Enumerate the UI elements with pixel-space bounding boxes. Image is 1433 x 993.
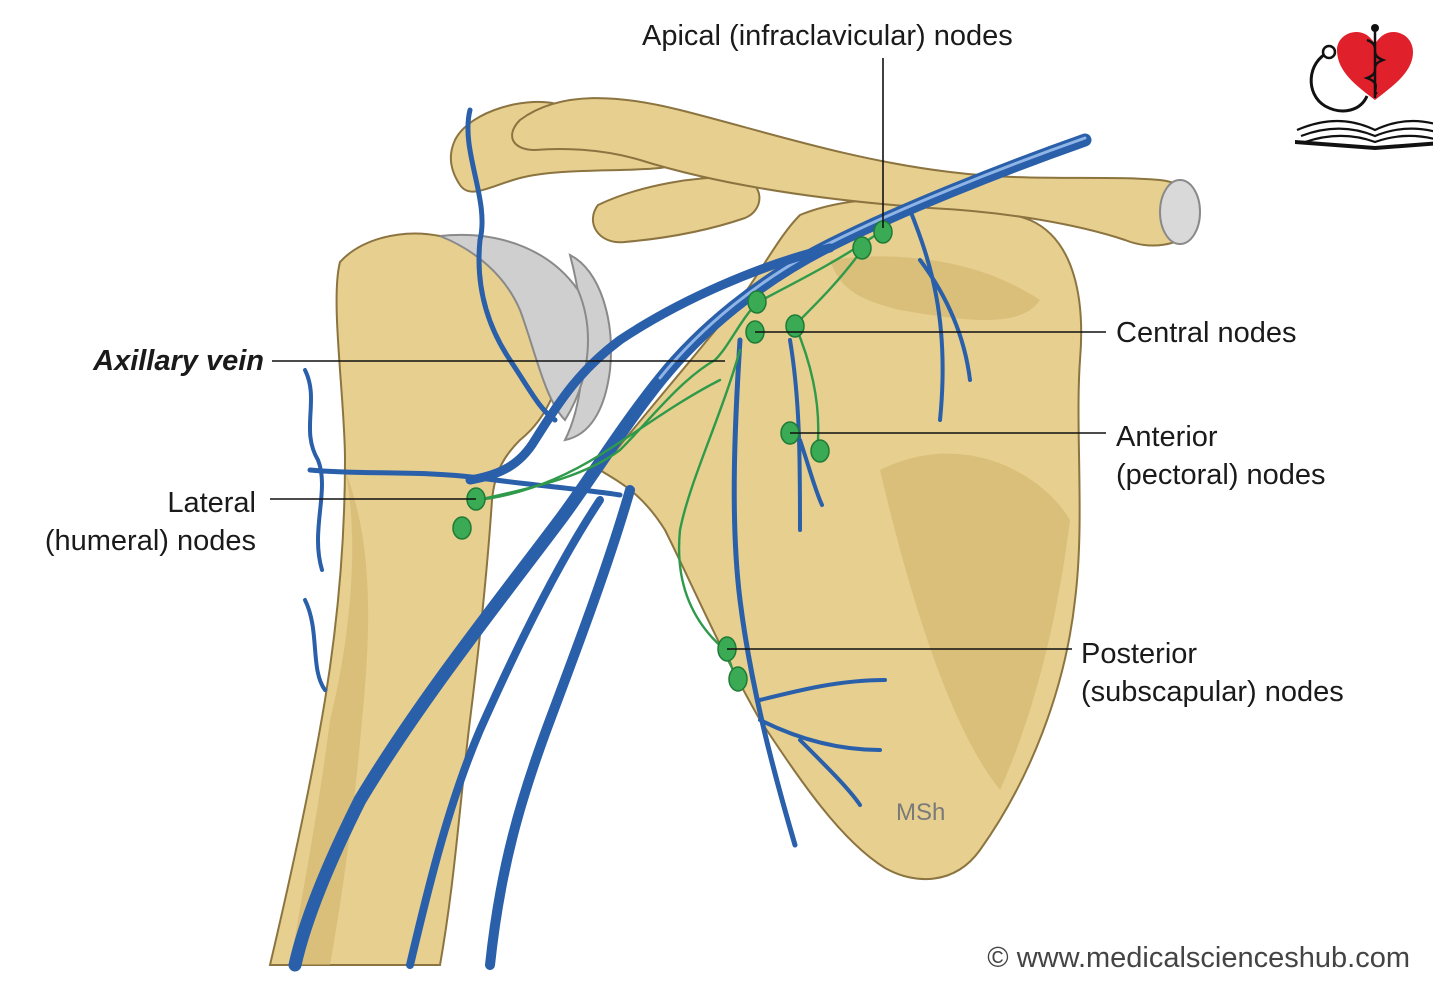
circumflex-vein bbox=[307, 467, 623, 498]
humerus-shadow bbox=[290, 470, 369, 965]
thoracodorsal-branches bbox=[758, 678, 887, 807]
veins bbox=[288, 107, 1092, 972]
lymph-vessel-posterior bbox=[677, 348, 742, 682]
apical-node-2 bbox=[852, 236, 872, 260]
upper-vein bbox=[465, 107, 558, 423]
stethoscope-icon bbox=[1309, 50, 1369, 113]
caduceus-icon bbox=[1363, 26, 1387, 98]
coracoid-process bbox=[592, 176, 761, 244]
labels: Apical (infraclavicular) nodes Central n… bbox=[45, 20, 1410, 974]
artist-signature: MSh bbox=[896, 799, 945, 826]
lateral-node-2 bbox=[452, 516, 472, 540]
lymph-vessel-main bbox=[476, 230, 882, 502]
cephalic-branch bbox=[465, 243, 835, 485]
central-node-3 bbox=[785, 314, 805, 338]
anterior-node-2 bbox=[810, 439, 830, 463]
brachial-vein bbox=[485, 485, 635, 970]
leader-lines bbox=[270, 58, 1106, 650]
scapula-shadow bbox=[880, 453, 1070, 790]
central-node-1 bbox=[747, 290, 767, 314]
bones bbox=[268, 97, 1201, 966]
label-posterior-line2: (subscapular) nodes bbox=[1081, 676, 1344, 708]
clavicle-end bbox=[1159, 179, 1201, 245]
humeral-head-cartilage bbox=[439, 234, 589, 422]
stethoscope-bell bbox=[1321, 44, 1337, 60]
caduceus-top bbox=[1371, 24, 1379, 32]
lateral-small-veins bbox=[303, 368, 327, 692]
label-anterior-line1: Anterior bbox=[1116, 421, 1218, 453]
label-posterior-line1: Posterior bbox=[1081, 638, 1197, 670]
label-anterior-line2: (pectoral) nodes bbox=[1116, 459, 1326, 491]
subscapular-vein bbox=[731, 337, 798, 848]
lymph-nodes bbox=[452, 220, 893, 692]
label-apical: Apical (infraclavicular) nodes bbox=[642, 20, 1013, 52]
posterior-node-2 bbox=[728, 666, 748, 692]
heart-caduceus-stethoscope-book-logo bbox=[1295, 24, 1433, 150]
lymphatics bbox=[476, 230, 882, 682]
lymph-vessel-apical bbox=[793, 248, 864, 327]
axillary-vein bbox=[288, 133, 1092, 972]
label-lateral-line2: (humeral) nodes bbox=[45, 525, 256, 557]
label-axillary-vein: Axillary vein bbox=[92, 345, 264, 377]
label-lateral-line1: Lateral bbox=[167, 487, 256, 519]
scapular-branches bbox=[788, 208, 972, 532]
copyright-text: © www.medicalscienceshub.com bbox=[987, 942, 1410, 974]
label-central: Central nodes bbox=[1116, 317, 1297, 349]
book-base bbox=[1295, 140, 1433, 150]
open-book-icon bbox=[1296, 119, 1433, 144]
lymph-vessel-lateral bbox=[476, 378, 722, 502]
basilic-vein bbox=[406, 496, 604, 969]
